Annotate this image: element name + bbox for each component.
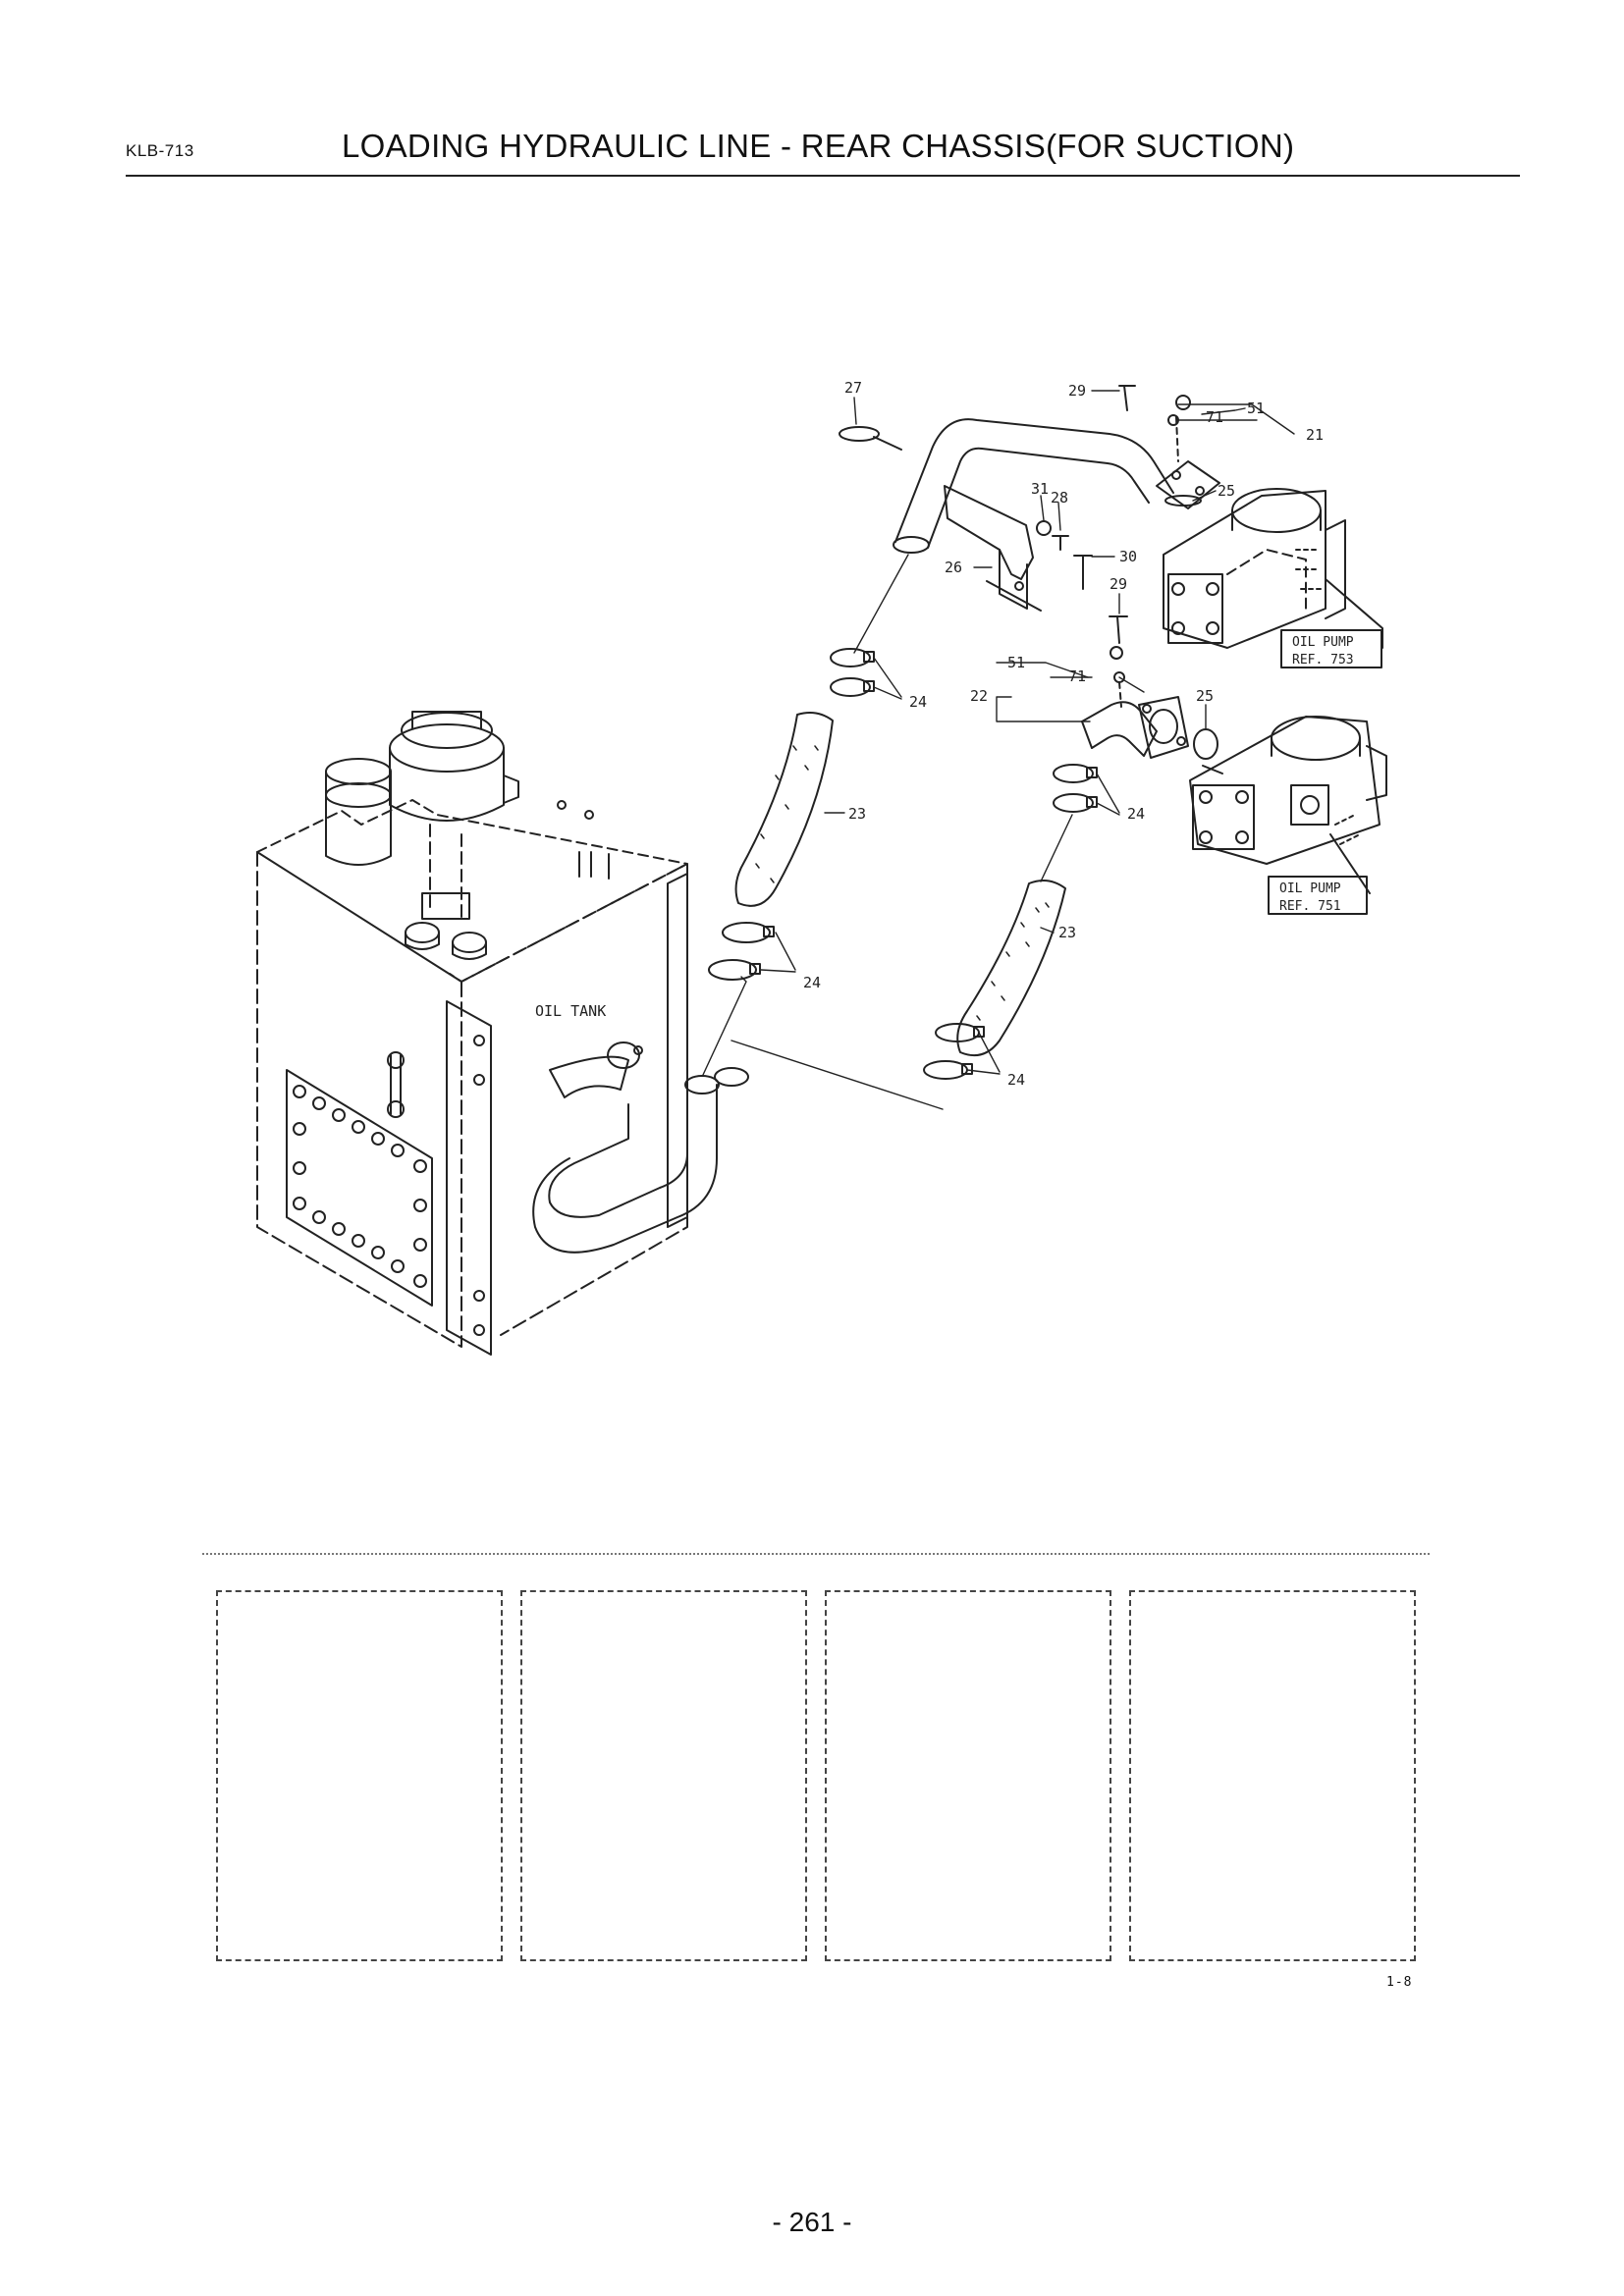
callout-24-upper-left: 24 bbox=[909, 693, 927, 711]
callout-23-right: 23 bbox=[1058, 924, 1076, 941]
callout-22: 22 bbox=[970, 687, 988, 705]
callout-28: 28 bbox=[1051, 489, 1068, 507]
callout-51-upper: 51 bbox=[1247, 400, 1265, 417]
oil-tank bbox=[256, 711, 749, 1356]
suction-hose-left bbox=[734, 712, 834, 907]
callout-25-lower: 25 bbox=[1196, 687, 1214, 705]
oil-tank-label: OIL TANK bbox=[535, 1002, 606, 1020]
empty-panel bbox=[1129, 1590, 1416, 1961]
oil-pump-upper bbox=[1163, 488, 1383, 649]
callout-27: 27 bbox=[844, 379, 862, 397]
pump-upper-name: OIL PUMP bbox=[1292, 635, 1354, 650]
page-number: - 261 - bbox=[772, 2207, 852, 2237]
suction-hose-right bbox=[956, 879, 1066, 1056]
pump-lower-ref: REF. 751 bbox=[1279, 899, 1341, 914]
oil-pump-lower bbox=[1189, 716, 1387, 894]
sheet-reference: 1-8 bbox=[1386, 1975, 1413, 1990]
callout-51-lower: 51 bbox=[1007, 654, 1025, 671]
pipe-bracket bbox=[944, 485, 1042, 612]
assembly-lines bbox=[702, 554, 1145, 1110]
callout-26: 26 bbox=[945, 559, 962, 576]
callout-24-upper-right: 24 bbox=[1127, 805, 1145, 823]
empty-panel bbox=[216, 1590, 503, 1961]
page-title: LOADING HYDRAULIC LINE - REAR CHASSIS(FO… bbox=[342, 128, 1295, 164]
leader-lines bbox=[760, 390, 1295, 1075]
callout-21: 21 bbox=[1306, 426, 1324, 444]
page-header: KLB-713 LOADING HYDRAULIC LINE - REAR CH… bbox=[126, 124, 1520, 177]
callout-71-upper: 71 bbox=[1206, 408, 1223, 426]
document-code: KLB-713 bbox=[126, 141, 194, 160]
exploded-parts-diagram: OIL TANK bbox=[256, 379, 1387, 1356]
callout-71-lower: 71 bbox=[1068, 667, 1086, 685]
callout-numbers: 27 29 51 71 21 25 31 28 30 26 29 24 51 7… bbox=[803, 379, 1324, 1089]
gasket-27 bbox=[839, 426, 880, 442]
callout-30: 30 bbox=[1119, 548, 1137, 565]
callout-29-upper: 29 bbox=[1068, 382, 1086, 400]
pump-lower-name: OIL PUMP bbox=[1279, 881, 1341, 896]
callout-25-upper: 25 bbox=[1218, 482, 1235, 500]
callout-23-left: 23 bbox=[848, 805, 866, 823]
empty-panel bbox=[520, 1590, 807, 1961]
separator-line bbox=[202, 1553, 1430, 1555]
pump-upper-ref: REF. 753 bbox=[1292, 653, 1354, 667]
empty-panel bbox=[825, 1590, 1111, 1961]
callout-24-lower-right: 24 bbox=[1007, 1071, 1025, 1089]
callout-31: 31 bbox=[1031, 480, 1049, 498]
callout-24-lower-left: 24 bbox=[803, 974, 821, 991]
callout-29-lower: 29 bbox=[1110, 575, 1127, 593]
suction-elbow-lower bbox=[1081, 696, 1189, 759]
suction-pipe-upper bbox=[893, 418, 1220, 554]
